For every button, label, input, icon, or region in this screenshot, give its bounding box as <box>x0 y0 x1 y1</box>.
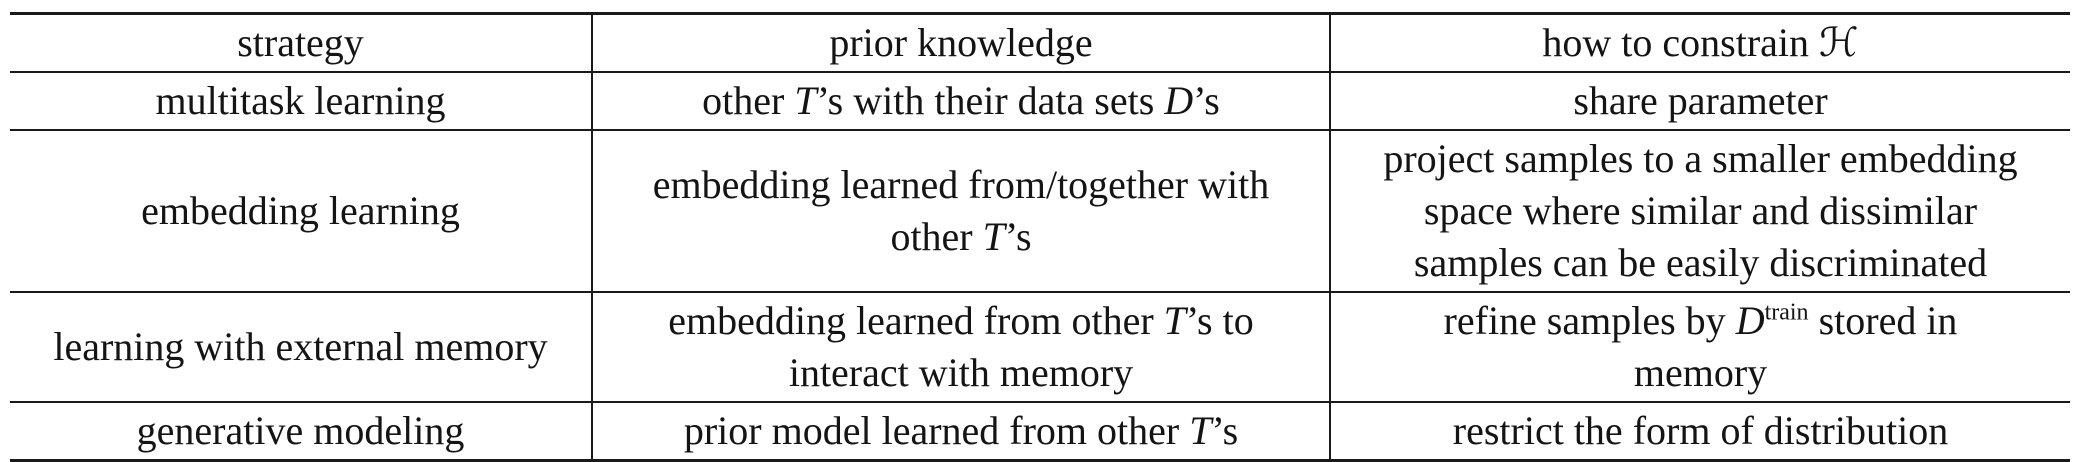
cell-embedding-strategy: embedding learning <box>10 130 592 292</box>
col-header-how-to-constrain: how to constrain ℋ <box>1329 13 2070 72</box>
text-run: ’s <box>1211 408 1239 453</box>
table-row-external-memory: learning with external memory embedding … <box>10 292 2070 402</box>
cell-embedding-prior-knowledge: embedding learned from/together with othe… <box>591 130 1330 292</box>
text-run: embedding learned from other <box>668 298 1164 343</box>
text-run: prior knowledge <box>829 20 1093 65</box>
text-run: embedding learning <box>141 188 460 233</box>
cell-memory-constraint: refine samples by Dtrain stored in memory <box>1329 292 2070 402</box>
text-run: ℋ <box>1819 20 1859 66</box>
table-row-generative-modeling: generative modeling prior model learned … <box>10 402 2070 461</box>
text-run: interact with memory <box>788 350 1134 395</box>
text-run: embedding learned from/together with <box>652 162 1270 207</box>
text-run: memory <box>1633 350 1768 395</box>
cell-memory-strategy: learning with external memory <box>10 292 592 402</box>
text-run: project samples to a smaller embedding <box>1383 136 2018 181</box>
text-run: ’s with their data sets <box>816 78 1165 123</box>
text-run: ’s <box>1193 78 1220 123</box>
text-run: other <box>702 78 795 123</box>
text-run: generative modeling <box>136 408 465 453</box>
text-run: T <box>794 78 817 123</box>
cell-multitask-strategy: multitask learning <box>10 72 592 130</box>
text-run: T <box>982 214 1005 259</box>
text-run: stored in <box>1808 298 1958 343</box>
text-run: prior model learned from other <box>683 408 1190 453</box>
text-run: samples can be easily discriminated <box>1413 240 1988 285</box>
text-run: train <box>1764 299 1809 326</box>
text-run: restrict the form of distribution <box>1452 408 1949 453</box>
text-run: other <box>890 214 983 259</box>
cell-generative-prior-knowledge: prior model learned from other T’s <box>591 402 1330 461</box>
cell-memory-prior-knowledge: embedding learned from other T’s to inter… <box>591 292 1330 402</box>
text-run: space where similar and dissimilar <box>1423 188 1978 233</box>
cell-multitask-prior-knowledge: other T’s with their data sets D’s <box>591 72 1330 130</box>
text-run: strategy <box>237 20 364 65</box>
text-run: D <box>1164 78 1194 123</box>
text-run: multitask learning <box>155 78 446 123</box>
table-row-embedding-learning: embedding learning embedding learned fro… <box>10 130 2070 292</box>
text-run: T <box>1189 408 1212 453</box>
cell-generative-strategy: generative modeling <box>10 402 592 461</box>
few-shot-strategies-table: strategy prior knowledge how to constrai… <box>10 12 2070 462</box>
col-header-strategy: strategy <box>10 14 592 73</box>
cell-generative-constraint: restrict the form of distribution <box>1329 402 2070 461</box>
text-run: refine samples by <box>1443 298 1736 343</box>
text-run: D <box>1735 298 1765 343</box>
text-run: learning with external memory <box>53 324 548 369</box>
cell-multitask-constraint: share parameter <box>1329 72 2070 130</box>
cell-embedding-constraint: project samples to a smaller embedding sp… <box>1329 130 2070 292</box>
table-header-row: strategy prior knowledge how to constrai… <box>10 13 2070 73</box>
text-run: T <box>1163 298 1186 343</box>
table-row-multitask-learning: multitask learning other T’s with their … <box>10 72 2070 130</box>
text-run: how to constrain <box>1542 20 1820 65</box>
text-run: share parameter <box>1573 78 1828 123</box>
text-run: ’s to <box>1185 298 1254 343</box>
col-header-prior-knowledge: prior knowledge <box>591 13 1330 72</box>
text-run: ’s <box>1004 214 1032 259</box>
